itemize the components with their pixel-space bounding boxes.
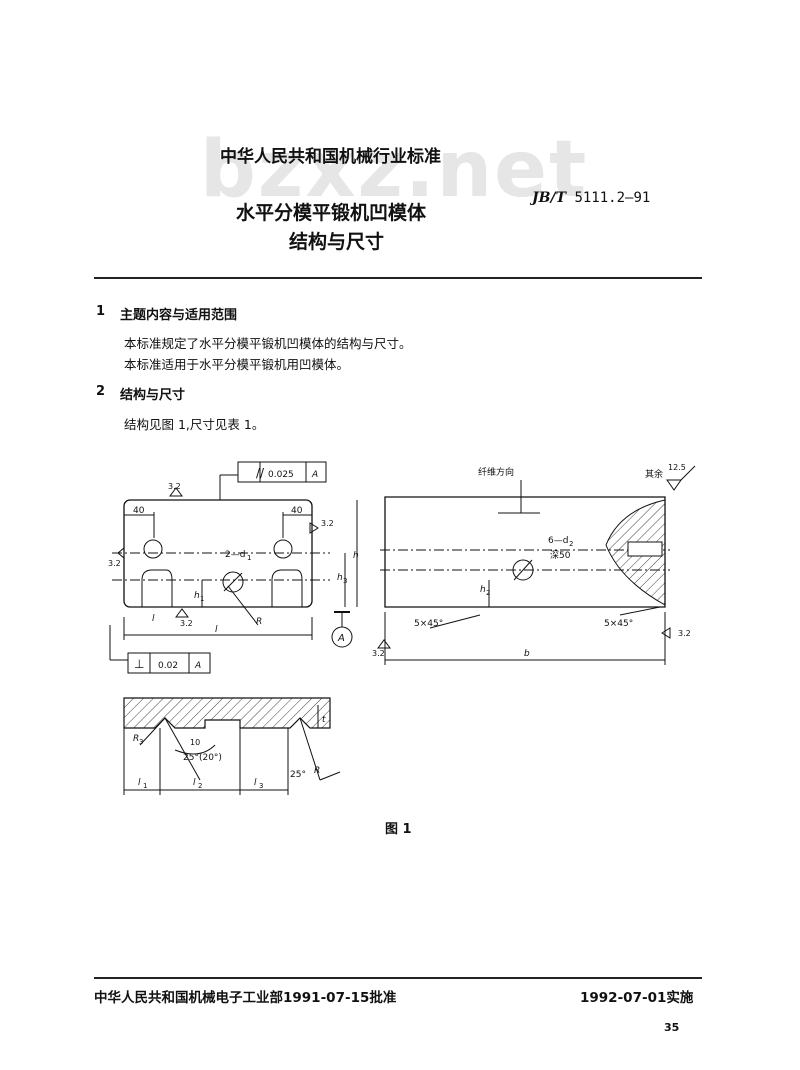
roughness-3-2-top: 3.2 <box>168 482 181 491</box>
dim-l3-subscript: 3 <box>259 782 263 790</box>
dim-l-small: l <box>152 614 155 624</box>
dim-l2: l <box>193 778 196 788</box>
dim-l1: l <box>138 778 141 788</box>
dim-b: b <box>524 649 530 659</box>
perpendicular-tolerance-value: 0.02 <box>158 661 178 671</box>
dim-h2: h <box>480 585 486 595</box>
section-1-heading: 主题内容与适用范围 <box>120 308 238 323</box>
radius-r3: R <box>133 734 139 744</box>
figure-labels: // 0.025 A ⊥ 0.02 A A 40 40 3.2 3.2 3.2 … <box>108 463 691 790</box>
dim-h3-subscript: 3 <box>343 577 347 585</box>
parallel-symbol: // <box>256 466 265 480</box>
standard-code-prefix: JB/T <box>532 190 566 206</box>
hole-depth-label: 深50 <box>550 550 571 561</box>
roughness-3-2-right: 3.2 <box>321 519 334 528</box>
dim-40-left: 40 <box>133 506 145 516</box>
side-view <box>377 465 696 665</box>
dim-l3: l <box>254 778 257 788</box>
rest-roughness-value: 12.5 <box>668 463 686 472</box>
dim-t: t <box>322 715 326 725</box>
dim-h2-subscript: 2 <box>486 589 490 597</box>
parallel-datum: A <box>311 470 318 480</box>
datum-a-label: A <box>337 633 345 644</box>
standard-code: JB/T 5111.2—91 <box>532 190 650 206</box>
holes-d2-label: 6—d <box>548 536 568 546</box>
dim-l1-subscript: 1 <box>143 782 147 790</box>
chamfer-left: 5×45° <box>414 619 443 629</box>
radius-r-label: R <box>256 617 262 627</box>
parallel-tolerance-value: 0.025 <box>268 470 294 480</box>
holes-d2-subscript: 2 <box>569 540 573 548</box>
footer-rule <box>94 977 702 979</box>
chamfer-right: 5×45° <box>604 619 633 629</box>
section-view <box>123 697 341 795</box>
watermark: bzxz.net <box>200 125 589 215</box>
dim-h3: h <box>337 573 343 583</box>
perpendicular-symbol: ⊥ <box>134 657 144 671</box>
standard-code-number: 5111.2—91 <box>574 190 651 206</box>
roughness-3-2-left: 3.2 <box>108 559 121 568</box>
section-1-paragraph: 本标准规定了水平分模平锻机凹模体的结构与尺寸。 <box>124 336 412 351</box>
radius-r3-subscript: 3 <box>139 738 143 746</box>
dim-l2-subscript: 2 <box>198 782 202 790</box>
radius-r-small: R <box>314 766 320 776</box>
dim-40-right: 40 <box>291 506 303 516</box>
dim-l: l <box>215 625 218 635</box>
section-2-heading: 结构与尺寸 <box>120 388 186 403</box>
section-1-number: 1 <box>96 304 106 319</box>
dim-h1: h <box>194 591 200 601</box>
rest-roughness-label: 其余 <box>645 468 663 480</box>
angle-25-20: 25°(20°) <box>183 753 222 763</box>
page-number: 35 <box>664 1021 680 1034</box>
document-title: 水平分模平锻机凹模体 <box>236 202 427 224</box>
fiber-direction-label: 纤维方向 <box>478 466 514 478</box>
dim-h: h <box>353 551 359 561</box>
roughness-3-2-side-right: 3.2 <box>678 629 691 638</box>
section-2-number: 2 <box>96 384 106 399</box>
roughness-3-2-side-left: 3.2 <box>372 649 385 658</box>
section-1-paragraph: 本标准适用于水平分模平锻机用凹模体。 <box>124 357 350 372</box>
perpendicular-datum: A <box>194 661 201 671</box>
front-view <box>109 461 358 674</box>
implementation-date: 1992-07-01实施 <box>580 990 694 1006</box>
approval-note: 中华人民共和国机械电子工业部1991-07-15批准 <box>94 990 397 1006</box>
document-subtitle: 结构与尺寸 <box>289 231 385 253</box>
issuing-organization: 中华人民共和国机械行业标准 <box>220 147 441 167</box>
angle-25: 25° <box>290 770 306 780</box>
dim-h1-subscript: 1 <box>200 595 204 603</box>
holes-d1-subscript: 1 <box>247 554 251 562</box>
figure-1-drawing: // 0.025 A ⊥ 0.02 A A 40 40 3.2 3.2 3.2 … <box>108 461 696 795</box>
holes-d1-label: 2—d <box>225 550 245 560</box>
header-rule <box>94 277 702 279</box>
dim-10: 10 <box>190 738 200 747</box>
figure-caption: 图 1 <box>385 822 412 837</box>
roughness-3-2-bottom: 3.2 <box>180 619 193 628</box>
section-2-paragraph: 结构见图 1,尺寸见表 1。 <box>124 417 265 432</box>
